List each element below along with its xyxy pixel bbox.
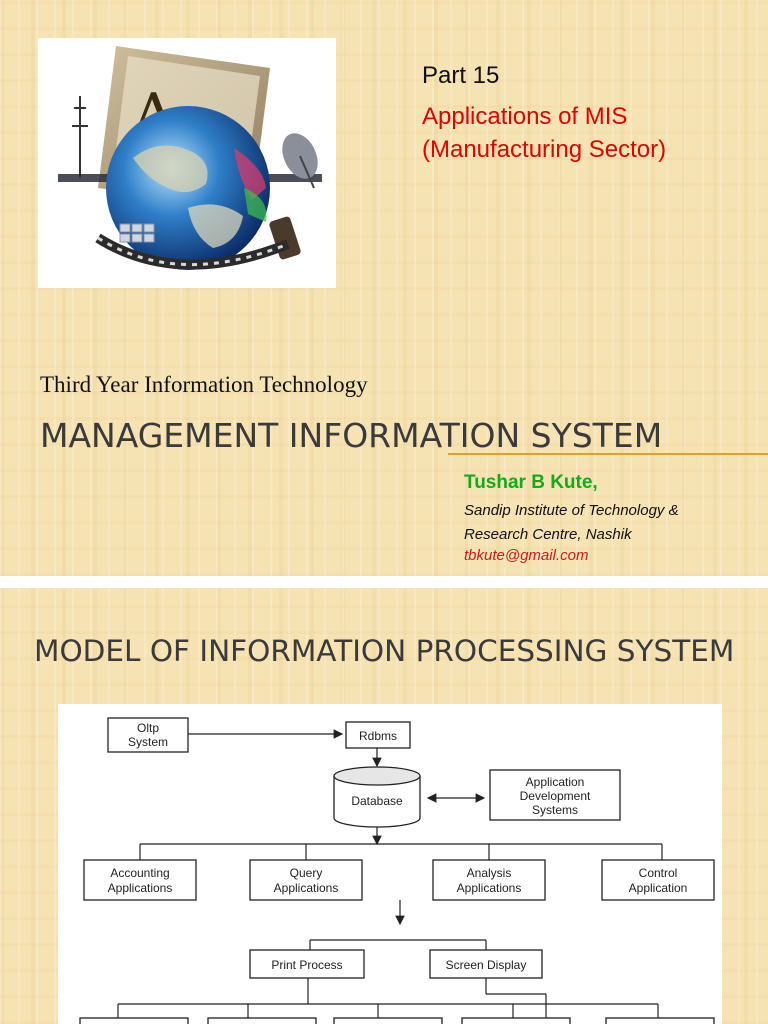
flow-diagram: Oltp System Rdbms Database Application D… bbox=[79, 717, 715, 1024]
subtitle-line-1: Applications of MIS bbox=[422, 103, 628, 130]
svg-text:Application: Application bbox=[629, 881, 688, 895]
diagram-slide: MODEL OF INFORMATION PROCESSING SYSTEM bbox=[0, 588, 768, 1024]
lower-row-nodes bbox=[79, 1017, 715, 1024]
institute-line-2: Research Centre, Nashik bbox=[464, 526, 632, 543]
application-development-node: Application Development Systems bbox=[489, 769, 621, 821]
author-name: Tushar B Kute, bbox=[464, 472, 598, 493]
svg-text:Application: Application bbox=[526, 775, 585, 789]
subtitle-line-2: (Manufacturing Sector) bbox=[422, 136, 667, 163]
globe-illustration: A bbox=[58, 46, 322, 270]
part-number: Part 15 bbox=[422, 62, 500, 89]
globe-technology-image: A bbox=[38, 38, 336, 288]
query-applications-node: Query Applications bbox=[249, 859, 363, 901]
print-process-node: Print Process bbox=[249, 949, 365, 979]
analysis-applications-node: Analysis Applications bbox=[432, 859, 546, 901]
svg-text:Control: Control bbox=[639, 866, 678, 880]
course-label: Third Year Information Technology bbox=[40, 372, 368, 397]
svg-text:Development: Development bbox=[520, 789, 591, 803]
slide-separator bbox=[0, 576, 768, 588]
svg-text:Database: Database bbox=[351, 794, 403, 808]
database-node: Database bbox=[333, 766, 421, 828]
svg-text:System: System bbox=[128, 735, 168, 749]
svg-text:Screen Display: Screen Display bbox=[446, 958, 527, 972]
svg-text:Accounting: Accounting bbox=[110, 866, 169, 880]
svg-text:Applications: Applications bbox=[457, 881, 522, 895]
rdbms-node: Rdbms bbox=[345, 721, 411, 749]
svg-text:Query: Query bbox=[290, 866, 323, 880]
author-institute: Sandip Institute of Technology & Researc… bbox=[464, 499, 679, 547]
accounting-applications-node: Accounting Applications bbox=[83, 859, 197, 901]
svg-text:Applications: Applications bbox=[108, 881, 173, 895]
title-underline bbox=[448, 453, 768, 455]
svg-text:Analysis: Analysis bbox=[467, 866, 512, 880]
author-email: tbkute@gmail.com bbox=[464, 547, 589, 564]
slide-title: MANAGEMENT INFORMATION SYSTEM bbox=[40, 416, 663, 455]
svg-text:Oltp: Oltp bbox=[137, 721, 159, 735]
oltp-system-node: Oltp System bbox=[107, 717, 189, 753]
institute-line-1: Sandip Institute of Technology & bbox=[464, 502, 679, 519]
slide-subtitle: Applications of MIS (Manufacturing Secto… bbox=[422, 100, 666, 166]
svg-text:Systems: Systems bbox=[532, 803, 578, 817]
svg-text:Print Process: Print Process bbox=[271, 958, 342, 972]
title-slide: A Part 15 bbox=[0, 0, 768, 576]
slide-title: MODEL OF INFORMATION PROCESSING SYSTEM bbox=[34, 634, 735, 668]
svg-text:Rdbms: Rdbms bbox=[359, 729, 397, 743]
information-processing-diagram: Oltp System Rdbms Database Application D… bbox=[58, 704, 722, 1024]
svg-text:Applications: Applications bbox=[274, 881, 339, 895]
control-application-node: Control Application bbox=[601, 859, 715, 901]
screen-display-node: Screen Display bbox=[429, 949, 543, 979]
